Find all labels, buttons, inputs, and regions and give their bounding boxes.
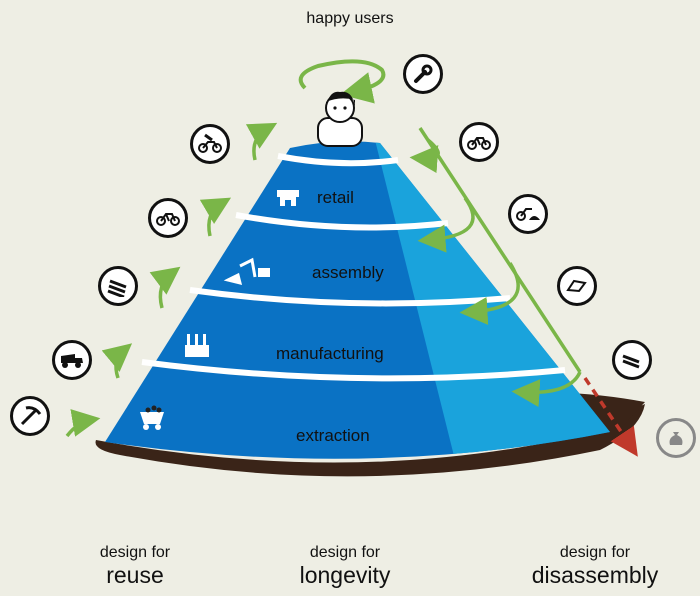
pickaxe-icon <box>10 396 50 436</box>
reuse-arrows <box>65 122 278 438</box>
bicycle-icon <box>459 122 499 162</box>
bike-repair-icon <box>190 124 230 164</box>
mine-cart-icon <box>140 405 164 430</box>
reuse-title: reuse <box>106 562 164 588</box>
raw-material-bars-icon <box>98 266 138 306</box>
waste-bag-icon <box>656 418 696 458</box>
tubes-icon <box>612 340 652 380</box>
layer-label-manufacturing: manufacturing <box>276 344 384 363</box>
longevity-title: longevity <box>299 562 391 588</box>
layer-label-retail: retail <box>317 188 354 207</box>
disassembly-title: disassembly <box>531 562 659 588</box>
happy-users-label: happy users <box>306 10 394 27</box>
waste-arrow <box>583 377 638 457</box>
bike-frame-icon <box>557 266 597 306</box>
disassembly-label: design for disassembly <box>505 544 685 589</box>
user-loop-arrow <box>298 59 386 104</box>
robot-arm-icon <box>223 257 270 286</box>
wrench-icon <box>403 54 443 94</box>
bikes-icon <box>148 198 188 238</box>
reuse-prefix: design for <box>99 544 171 561</box>
reuse-label: design for reuse <box>55 544 215 589</box>
dump-truck-icon <box>52 340 92 380</box>
longevity-arrows <box>409 127 582 408</box>
longevity-prefix: design for <box>309 544 381 561</box>
landfill-ground <box>95 404 645 477</box>
shop-icon <box>277 190 299 206</box>
factory-icon <box>185 334 209 357</box>
longevity-label: design for longevity <box>265 544 425 589</box>
layer-label-assembly: assembly <box>312 263 384 282</box>
bike-parts-icon <box>508 194 548 234</box>
layer-label-extraction: extraction <box>296 426 370 445</box>
user-avatar <box>317 91 363 147</box>
disassembly-prefix: design for <box>559 544 631 561</box>
